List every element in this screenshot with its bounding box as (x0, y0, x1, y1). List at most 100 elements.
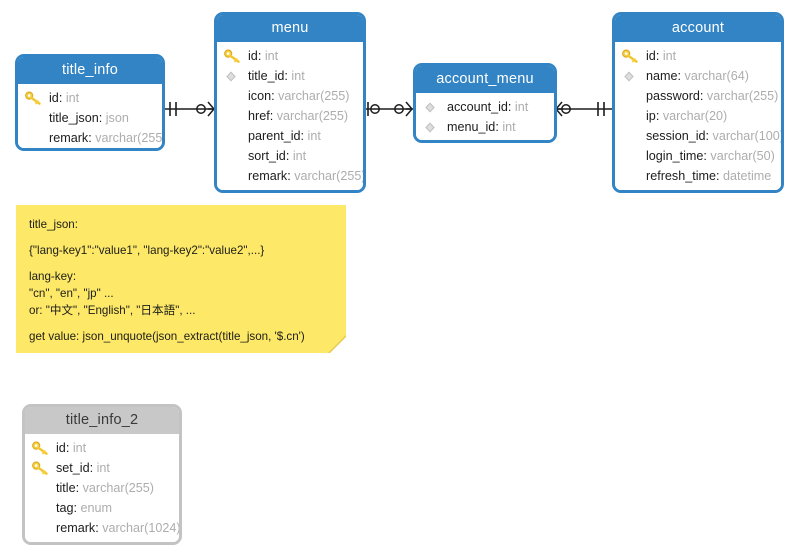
attribute-separator: : (495, 120, 503, 134)
attribute-type: varchar(20) (662, 109, 728, 123)
entity-title: account (615, 15, 781, 42)
entity-attribute-list: account_id: int menu_id: int (416, 93, 554, 140)
attribute-type: varchar(255) (706, 89, 779, 103)
attribute-name: sort_id (248, 149, 286, 163)
key-icon (32, 461, 49, 476)
attribute-type: int (502, 120, 516, 134)
attribute-separator: : (89, 461, 97, 475)
attribute-name: name (646, 69, 678, 83)
attribute-separator: : (507, 100, 515, 114)
attribute-row[interactable]: login_time: varchar(50) (615, 146, 781, 166)
attribute-row[interactable]: id: int (217, 46, 363, 66)
note-line: {"lang-key1":"value1", "lang-key2":"valu… (29, 244, 265, 257)
attribute-name: set_id (56, 461, 90, 475)
attribute-row[interactable]: parent_id: int (217, 126, 363, 146)
diamond-icon (224, 69, 241, 84)
entity-title_info_2[interactable]: title_info_2 id: int (22, 404, 182, 545)
attribute-row[interactable]: password: varchar(255) (615, 86, 781, 106)
attribute-name: id (248, 49, 258, 63)
attribute-row[interactable]: remark: varchar(255) (217, 166, 363, 186)
attribute-row[interactable]: id: int (18, 88, 162, 108)
attribute-separator: : (257, 49, 265, 63)
attribute-separator: : (269, 109, 277, 123)
entity-account[interactable]: account id: int (612, 12, 784, 193)
attribute-row[interactable]: menu_id: int (416, 117, 554, 137)
entity-title_info[interactable]: title_info id: int title_json: json (15, 54, 165, 151)
diamond-icon (423, 100, 440, 115)
key-icon (622, 49, 639, 64)
entity-account_menu[interactable]: account_menu account_id: int menu_id: in… (413, 63, 557, 143)
attribute-name: href (248, 109, 270, 123)
attribute-separator: : (73, 501, 81, 515)
attribute-row[interactable]: id: int (25, 438, 179, 458)
attribute-separator: : (703, 149, 711, 163)
relationship-account_menu-account[interactable] (554, 99, 614, 119)
attribute-separator: : (677, 69, 685, 83)
attribute-separator: : (284, 69, 292, 83)
attribute-separator: : (95, 521, 103, 535)
entity-attribute-list: id: int name: varchar(64) password: varc… (615, 42, 781, 190)
attribute-separator: : (655, 109, 663, 123)
attribute-row[interactable]: name: varchar(64) (615, 66, 781, 86)
diamond-icon (622, 69, 639, 84)
attribute-type: varchar(255) (276, 109, 349, 123)
attribute-row[interactable]: title_json: json (18, 108, 162, 128)
key-icon (224, 49, 241, 64)
attribute-row[interactable]: remark: varchar(255) (18, 128, 162, 148)
attribute-separator: : (75, 481, 83, 495)
entity-title: title_info_2 (25, 407, 179, 434)
attribute-name: id (56, 441, 66, 455)
attribute-name: session_id (646, 129, 706, 143)
attribute-type: varchar(255) (278, 89, 350, 103)
attribute-name: icon (248, 89, 272, 103)
attribute-row[interactable]: tag: enum (25, 498, 179, 518)
attribute-row[interactable]: set_id: int (25, 458, 179, 478)
attribute-row[interactable]: sort_id: int (217, 146, 363, 166)
attribute-row[interactable]: ip: varchar(20) (615, 106, 781, 126)
key-icon (25, 91, 42, 106)
attribute-name: refresh_time (646, 169, 716, 183)
attribute-row[interactable]: icon: varchar(255) (217, 86, 363, 106)
relationship-title_info-menu[interactable] (163, 99, 217, 119)
attribute-name: remark (56, 521, 96, 535)
note-text: title_json: {"lang-key1":"value1", "lang… (16, 205, 346, 344)
attribute-name: login_time (646, 149, 704, 163)
note-line: "cn", "en", "jp" ... (29, 287, 114, 300)
entity-title: title_info (18, 57, 162, 84)
entity-attribute-list: id: int title_json: json remark: varchar… (18, 84, 162, 148)
attribute-name: menu_id (447, 120, 496, 134)
attribute-row[interactable]: refresh_time: datetime (615, 166, 781, 186)
attribute-row[interactable]: id: int (615, 46, 781, 66)
relationship-menu-account_menu[interactable] (365, 99, 415, 119)
attribute-row[interactable]: href: varchar(255) (217, 106, 363, 126)
attribute-type: enum (80, 501, 113, 515)
attribute-row[interactable]: title: varchar(255) (25, 478, 179, 498)
note-line: title_json: (29, 218, 78, 231)
attribute-name: title_id (248, 69, 285, 83)
attribute-type: int (96, 461, 110, 475)
note-title-json[interactable]: title_json: {"lang-key1":"value1", "lang… (16, 205, 346, 353)
attribute-row[interactable]: account_id: int (416, 97, 554, 117)
attribute-separator: : (285, 149, 293, 163)
attribute-row[interactable]: session_id: varchar(100) (615, 126, 781, 146)
attribute-type: varchar(255) (95, 131, 165, 145)
note-line: get value: json_unquote(json_extract(tit… (29, 330, 305, 343)
entity-menu[interactable]: menu id: int (214, 12, 366, 193)
note-fold-corner-icon (330, 337, 346, 353)
attribute-name: remark (248, 169, 288, 183)
attribute-row[interactable]: remark: varchar(1024) (25, 518, 179, 538)
attribute-type: int (514, 100, 529, 114)
attribute-type: int (292, 149, 307, 163)
attribute-name: parent_id (248, 129, 301, 143)
attribute-row[interactable]: title_id: int (217, 66, 363, 86)
attribute-type: varchar(100) (712, 129, 784, 143)
entity-title: menu (217, 15, 363, 42)
attribute-separator: : (705, 129, 713, 143)
attribute-separator: : (88, 131, 96, 145)
attribute-name: id (646, 49, 656, 63)
attribute-separator: : (58, 91, 66, 105)
key-icon (32, 441, 49, 456)
attribute-type: datetime (723, 169, 772, 183)
attribute-type: varchar(255) (82, 481, 155, 495)
